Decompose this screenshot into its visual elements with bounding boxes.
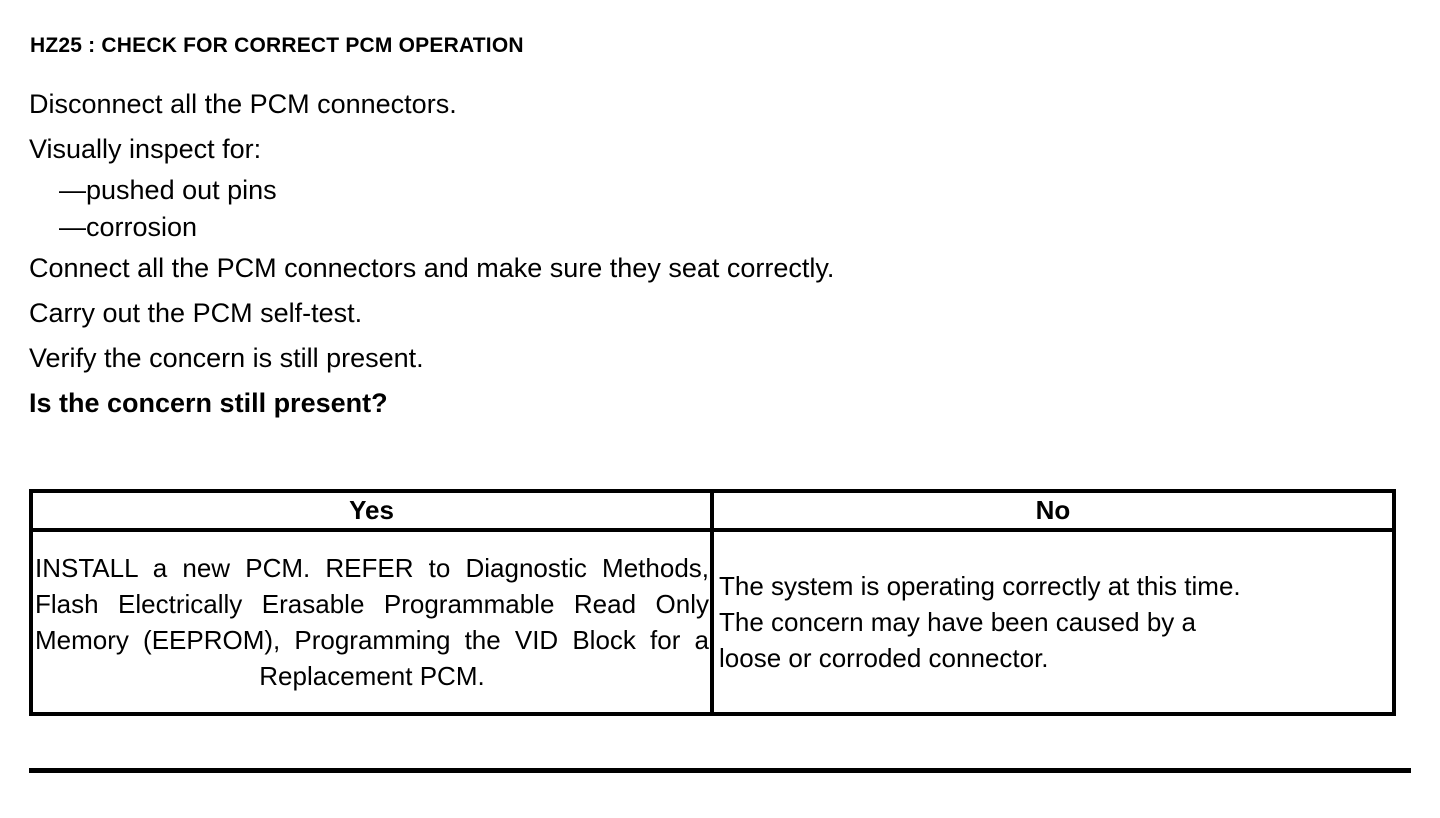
table-header-yes: Yes bbox=[29, 489, 714, 532]
no-action-line: loose or corroded connector. bbox=[719, 643, 1049, 673]
instruction-line: Disconnect all the PCM connectors. bbox=[29, 89, 457, 119]
yes-action-text: INSTALL a new PCM. REFER to Diagnostic M… bbox=[35, 553, 709, 691]
list-item: —pushed out pins bbox=[59, 175, 277, 205]
no-action-line: The concern may have been caused by a bbox=[719, 607, 1196, 637]
decision-table: Yes No INSTALL a new PCM. REFER to Diagn… bbox=[29, 489, 1396, 716]
instruction-line: Visually inspect for: bbox=[29, 134, 262, 164]
footer-divider bbox=[29, 768, 1411, 773]
instruction-block: Disconnect all the PCM connectors. Visua… bbox=[29, 82, 1409, 426]
instruction-line: Connect all the PCM connectors and make … bbox=[29, 253, 835, 283]
inspect-item-list: —pushed out pins —corrosion bbox=[29, 172, 1409, 246]
instruction-line: Verify the concern is still present. bbox=[29, 343, 424, 373]
page-title: HZ25 : CHECK FOR CORRECT PCM OPERATION bbox=[30, 34, 524, 57]
no-action-line: The system is operating correctly at thi… bbox=[719, 571, 1241, 601]
list-item: —corrosion bbox=[59, 212, 198, 242]
table-header-row: Yes No bbox=[29, 489, 1396, 532]
no-action-text: The system is operating correctly at thi… bbox=[714, 568, 1392, 676]
decision-question: Is the concern still present? bbox=[29, 388, 388, 418]
table-cell-no: The system is operating correctly at thi… bbox=[710, 528, 1396, 716]
instruction-line: Carry out the PCM self-test. bbox=[29, 298, 363, 328]
table-row: INSTALL a new PCM. REFER to Diagnostic M… bbox=[29, 528, 1396, 716]
table-cell-yes: INSTALL a new PCM. REFER to Diagnostic M… bbox=[29, 528, 714, 716]
table-header-no: No bbox=[710, 489, 1396, 532]
